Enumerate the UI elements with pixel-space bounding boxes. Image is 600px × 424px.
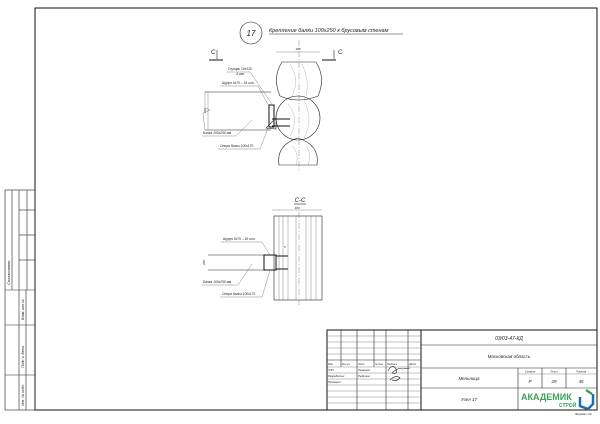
- header-doc: № док.: [375, 362, 384, 366]
- svg-text:4 шт.: 4 шт.: [236, 72, 245, 76]
- svg-text:Стадия: Стадия: [525, 370, 536, 374]
- detail-number-circle: [239, 21, 263, 45]
- svg-text:С: С: [338, 50, 343, 56]
- svg-text:Балка 100х250 мм: Балка 100х250 мм: [203, 280, 232, 284]
- section-mark-left: С: [209, 50, 223, 61]
- sign-date-label: Подп. и дата: [21, 346, 25, 368]
- beam-section: 250 5: [202, 245, 288, 271]
- inv-no-label: Инв. № подл.: [21, 384, 25, 406]
- svg-text:Глухарь 10х120: Глухарь 10х120: [228, 67, 252, 71]
- svg-text:180: 180: [294, 206, 299, 210]
- section-callouts: Шуруп 5х70 – 18 шт. Балка 100х250 мм Опо…: [202, 237, 271, 298]
- log-wall: [275, 40, 322, 172]
- detail-number: 17: [247, 29, 256, 38]
- header-list: Лист: [357, 362, 366, 366]
- region: Московская область: [488, 354, 531, 359]
- elevation-callouts: Глухарь 10х120 4 шт. Шуруп 5х70 – 18 шт.…: [202, 67, 273, 150]
- wall-section: [273, 212, 323, 305]
- svg-text:250: 250: [202, 260, 206, 266]
- header-sign: Подпись: [387, 362, 398, 366]
- svg-text:АКАДЕМИК: АКАДЕМИК: [521, 392, 572, 402]
- paper-format: Формат А3: [575, 412, 592, 416]
- section-title: С-С: [295, 198, 306, 204]
- sheet-name: Узел 17: [461, 397, 478, 402]
- section-mark-right: С: [322, 50, 343, 61]
- svg-text:Лист: Лист: [549, 370, 558, 374]
- beam-elevation: 250: [202, 91, 290, 131]
- svg-text:Опора балки 100х170: Опора балки 100х170: [220, 144, 253, 148]
- object-name: Мельница: [458, 376, 480, 381]
- svg-text:ГИП: ГИП: [328, 368, 335, 372]
- svg-text:СТРОЙ: СТРОЙ: [559, 401, 577, 409]
- replace-inv-label: Взам. инв.№: [21, 299, 25, 320]
- svg-text:Балка 100х250 мм: Балка 100х250 мм: [203, 131, 232, 135]
- svg-text:Проверил: Проверил: [328, 380, 341, 384]
- svg-text:Лемешко: Лемешко: [357, 368, 371, 372]
- header-izm: Изм.: [328, 362, 334, 366]
- detail-title: Крепление балки 100х250 к брусовым стена…: [269, 28, 389, 34]
- svg-text:Листов: Листов: [575, 370, 587, 374]
- agreed-label: Согласовано: [6, 260, 11, 285]
- title-block: Изм. Кол.уч Лист № док. Подпись Дата ГИП…: [326, 329, 598, 411]
- sheets-value: 45: [578, 379, 584, 384]
- svg-text:Разработал: Разработал: [328, 374, 345, 378]
- stage-value: Р: [528, 379, 531, 384]
- svg-text:Опора балки 100х170: Опора балки 100х170: [222, 292, 255, 296]
- dim-width: 180: [295, 47, 300, 51]
- signature: [387, 366, 411, 381]
- svg-text:5: 5: [284, 245, 286, 249]
- drawing-code: 03/03-47-КД: [495, 336, 523, 342]
- svg-text:Рыбкина: Рыбкина: [358, 374, 370, 378]
- svg-text:Шуруп 5х70 – 18 шт.: Шуруп 5х70 – 18 шт.: [223, 237, 256, 241]
- svg-text:Шуруп 5х70 – 18 шт.: Шуруп 5х70 – 18 шт.: [222, 81, 255, 85]
- svg-text:250: 250: [203, 108, 207, 114]
- header-date: Дата: [408, 362, 416, 366]
- svg-text:С: С: [211, 50, 216, 56]
- company-logo: АКАДЕМИК СТРОЙ: [521, 388, 595, 411]
- header-kol: Кол.уч: [342, 362, 350, 366]
- side-strip: Согласовано Взам. инв.№ Подп. и дата Инв…: [4, 189, 36, 411]
- sheet-frame: [34, 7, 598, 411]
- sheet-value: 29: [550, 379, 557, 384]
